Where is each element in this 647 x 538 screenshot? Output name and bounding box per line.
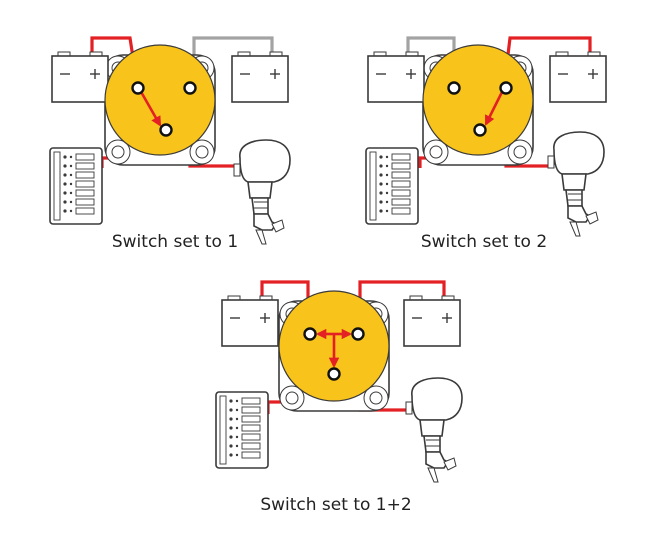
terminal-2 — [351, 327, 365, 341]
panel-switch-1: Switch set to 1 — [49, 36, 291, 252]
panel-switch-1-2: Switch set to 1+2 — [215, 280, 463, 515]
panel-switch-2: Switch set to 2 — [365, 36, 607, 252]
outboard-motor-icon — [405, 377, 463, 483]
terminal-1 — [447, 81, 461, 95]
battery-1-icon — [221, 295, 279, 347]
caption-2: Switch set to 2 — [421, 232, 547, 252]
battery-2-icon — [549, 51, 607, 103]
terminal-2 — [499, 81, 513, 95]
terminal-1 — [303, 327, 317, 341]
terminal-2 — [183, 81, 197, 95]
caption-1: Switch set to 1 — [112, 232, 238, 252]
fuse-panel-icon — [215, 391, 269, 469]
battery-1-icon — [367, 51, 425, 103]
switch-knob — [422, 44, 534, 156]
fuse-panel-icon — [365, 147, 419, 225]
terminal-common — [327, 367, 341, 381]
caption-3: Switch set to 1+2 — [260, 495, 411, 515]
battery-1-icon — [51, 51, 109, 103]
terminal-common — [159, 123, 173, 137]
current-arrow — [138, 89, 162, 127]
fuse-panel-icon — [49, 147, 103, 225]
outboard-motor-icon — [547, 131, 605, 237]
current-arrow — [484, 91, 504, 126]
terminal-1 — [131, 81, 145, 95]
outboard-motor-icon — [233, 139, 291, 245]
switch-knob — [104, 44, 216, 156]
battery-2-icon — [231, 51, 289, 103]
terminal-common — [473, 123, 487, 137]
battery-2-icon — [403, 295, 461, 347]
